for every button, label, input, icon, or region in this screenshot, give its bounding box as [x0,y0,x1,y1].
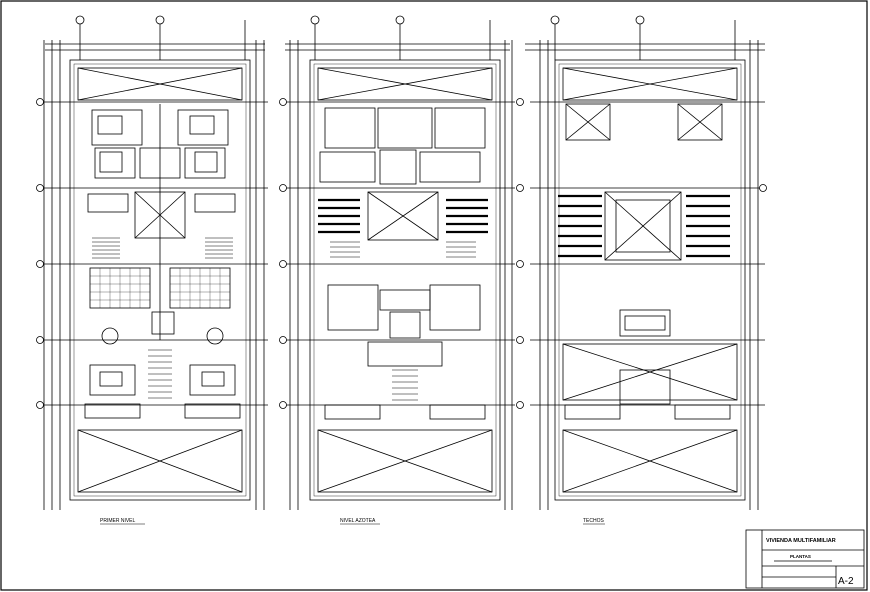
title-block-sheet: A-2 [838,576,854,587]
title-block-subtitle: PLANTAS [790,554,811,559]
caption-plan-3: TECHOS [583,518,605,524]
plan-nivel-azotea [285,20,515,510]
grid-bubbles-side [36,98,767,409]
caption-plan-2: NIVEL AZOTEA [340,518,376,524]
plan-techos [525,20,765,510]
title-block-project: VIVIENDA MULTIFAMILIAR [766,538,836,544]
grid-bubbles-top [75,15,645,25]
plan-primer-nivel [40,20,268,510]
caption-plan-1: PRIMER NIVEL [100,518,136,524]
title-block [745,529,865,589]
